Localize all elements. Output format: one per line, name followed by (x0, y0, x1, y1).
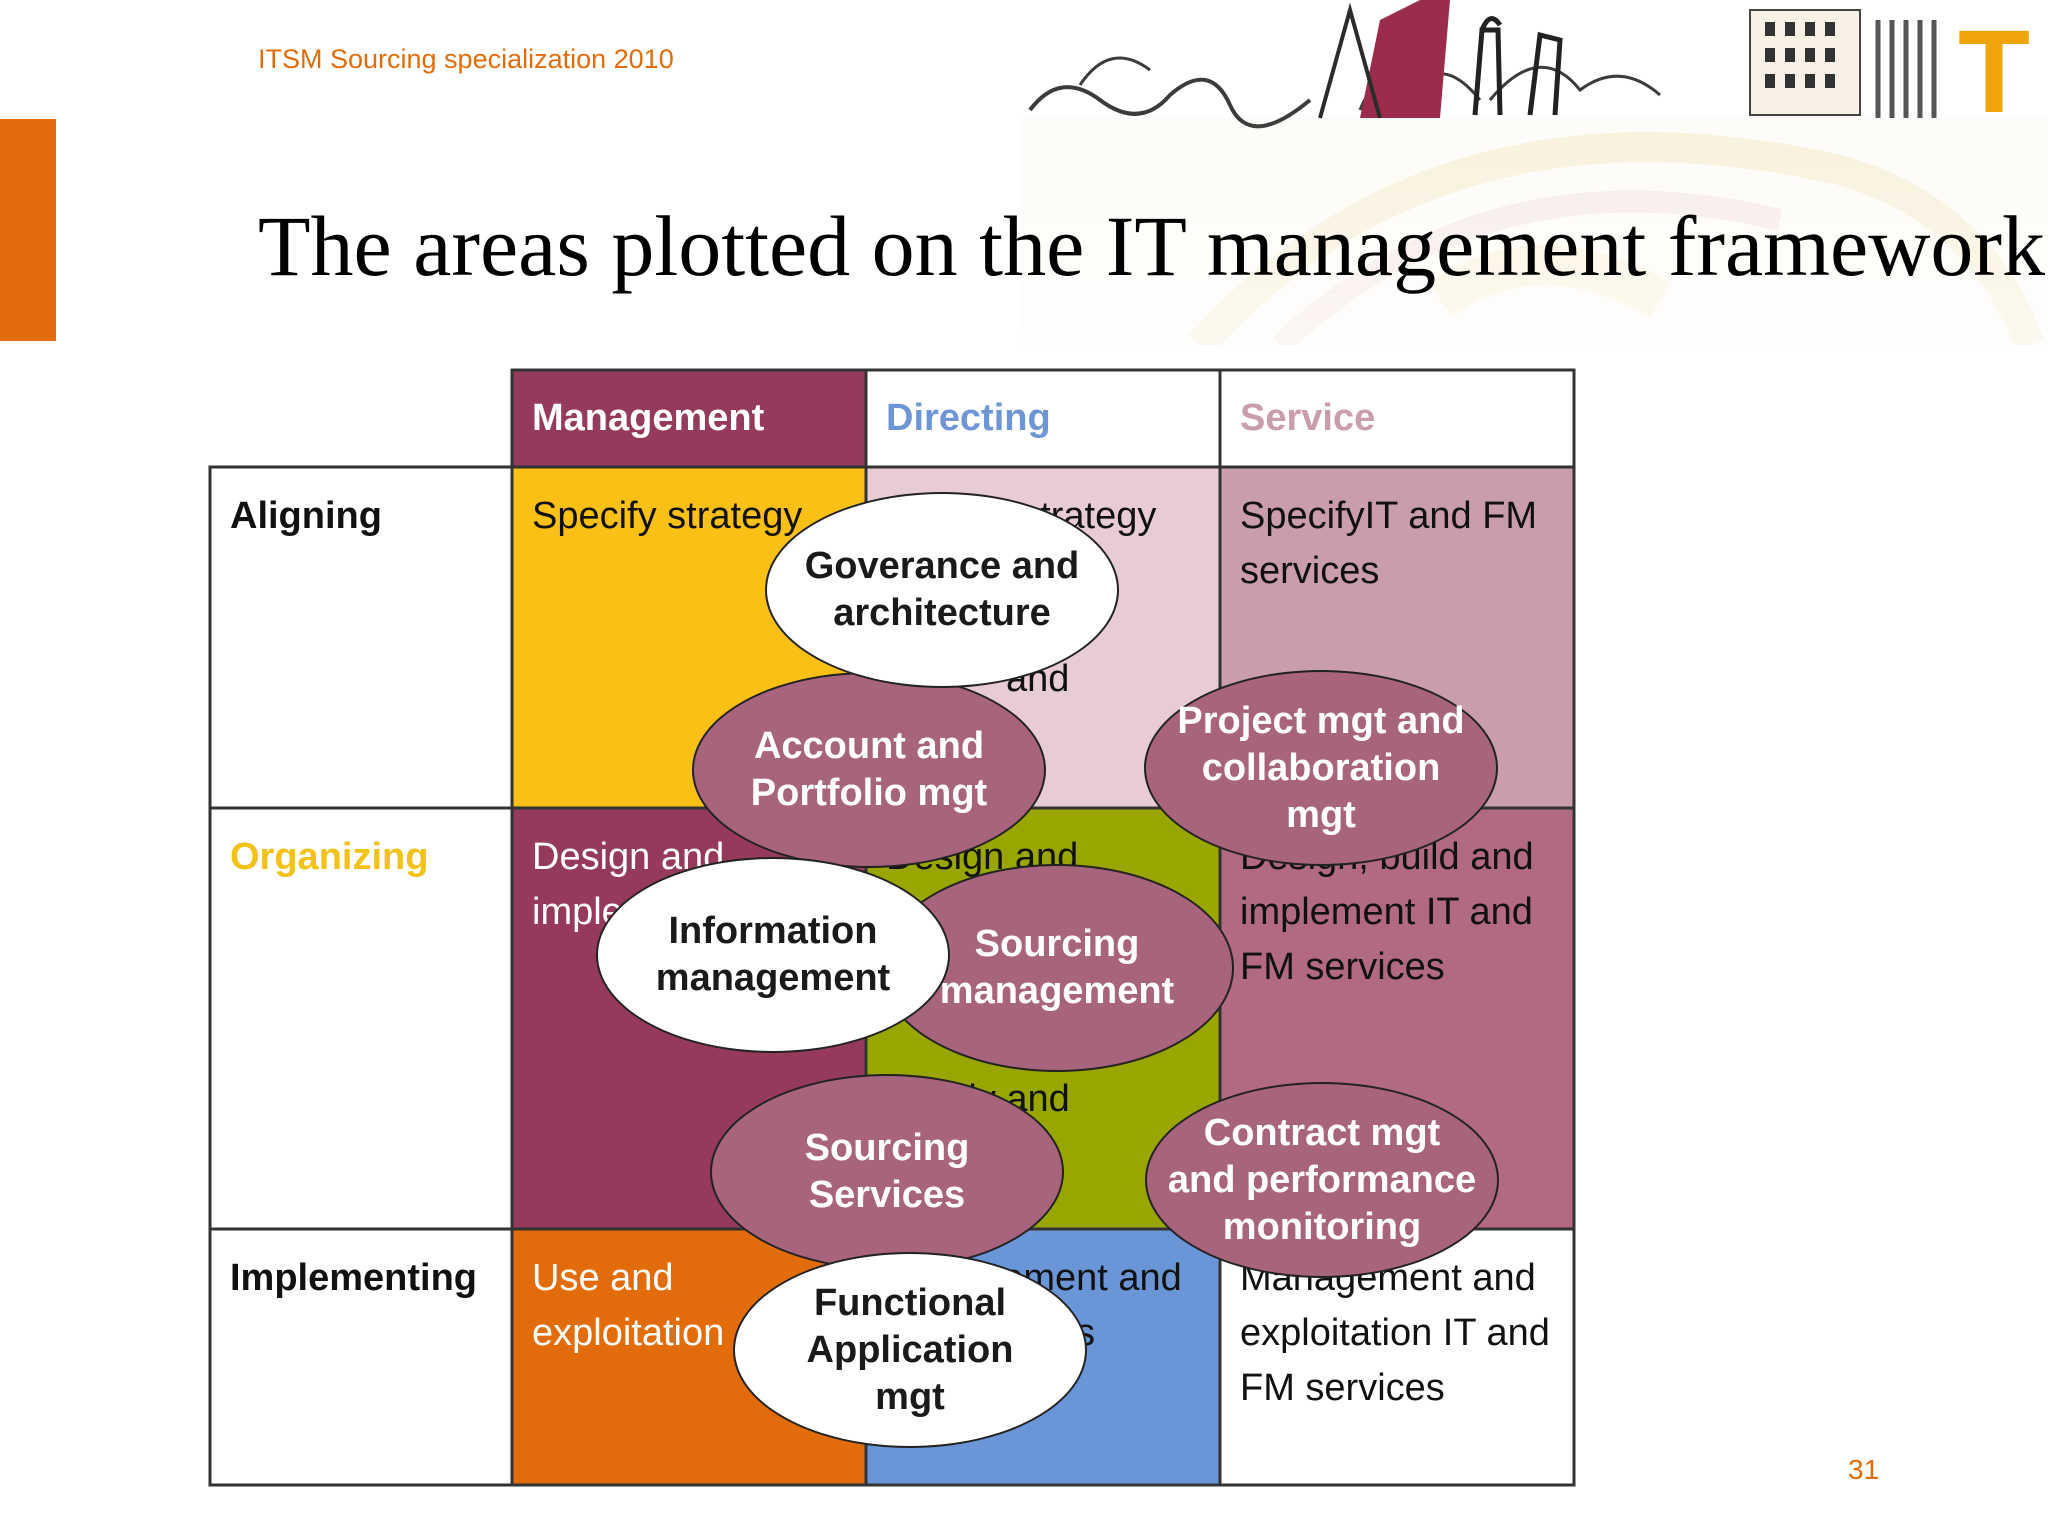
oval-governance-architecture: Goverance and architecture (765, 492, 1119, 688)
cell-aligning-service: SpecifyIT and FM services (1240, 495, 1538, 592)
oval-account-portfolio: Account and Portfolio mgt (692, 672, 1046, 868)
slide-subtitle: ITSM Sourcing specialization 2010 (258, 44, 674, 74)
logo-letter: T (1958, 6, 2030, 138)
oval-contract-performance: Contract mgt and performance monitoring (1145, 1082, 1499, 1278)
row-label-implementing: Implementing (230, 1257, 478, 1299)
course-logo: T (1020, 0, 2048, 345)
page-title: The areas plotted on the IT management f… (258, 198, 2045, 294)
cell-aligning-management: Specify strategy (532, 495, 803, 537)
column-header-service: Service (1240, 397, 1376, 439)
oval-functional-application: Functional Application mgt (733, 1252, 1087, 1448)
column-header-management: Management (532, 397, 765, 439)
row-label-aligning: Aligning (230, 495, 382, 537)
row-label-organizing: Organizing (230, 836, 429, 878)
accent-bar (0, 119, 56, 341)
cell-implementing-management: Use and exploitation (532, 1257, 725, 1354)
oval-information-management: Information management (596, 857, 950, 1053)
oval-sourcing-services: Sourcing Services (710, 1074, 1064, 1270)
oval-project-collaboration: Project mgt and collaboration mgt (1144, 670, 1498, 866)
page-number: 31 (1848, 1454, 1880, 1485)
column-header-directing: Directing (886, 397, 1051, 439)
